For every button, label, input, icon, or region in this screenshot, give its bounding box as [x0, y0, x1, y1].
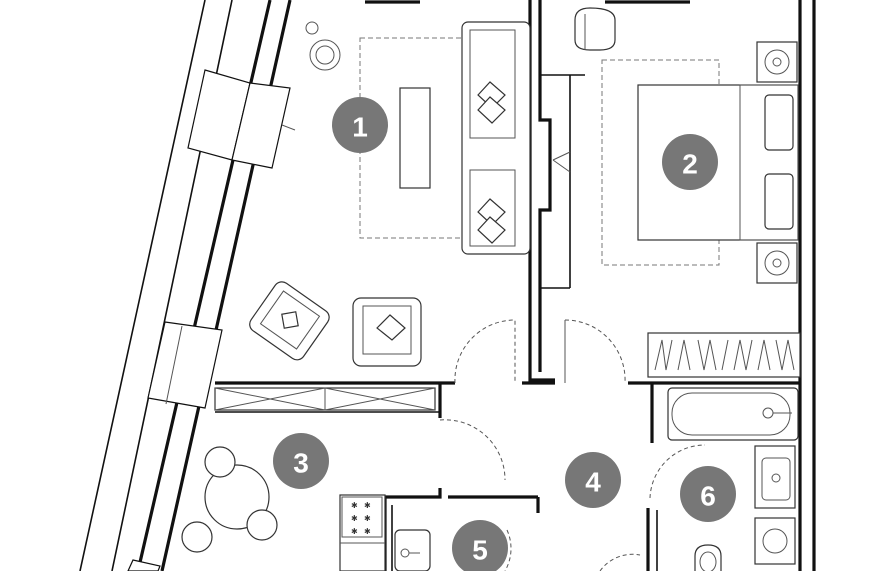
bathroom-6-fixtures — [667, 387, 799, 571]
bedroom-wardrobe — [647, 332, 801, 378]
bathroom-5-fixtures — [394, 529, 431, 571]
room-number-1: 1 — [352, 112, 368, 143]
coffee-table — [399, 87, 431, 189]
bedroom-furniture — [574, 7, 801, 378]
chair-icon — [204, 446, 236, 478]
plant-icon — [305, 21, 341, 71]
room-badge-5: 5 — [452, 520, 508, 571]
chair-icon — [574, 7, 616, 51]
balcony-window-upper — [187, 69, 296, 169]
chair-icon — [246, 509, 278, 541]
room-badge-4: 4 — [565, 452, 621, 508]
room-number-3: 3 — [293, 448, 309, 479]
room-number-6: 6 — [700, 481, 716, 512]
cushion-icon — [477, 216, 506, 244]
armchair-left — [249, 281, 330, 361]
washing-machine — [754, 517, 796, 565]
room-badge-3: 3 — [273, 433, 329, 489]
dining-furniture — [181, 446, 278, 553]
room-number-2: 2 — [682, 149, 698, 180]
svg-text:✱: ✱ — [364, 514, 371, 523]
room-badge-6: 6 — [680, 466, 736, 522]
nightstand-bottom — [756, 242, 798, 284]
cushion-icon — [477, 96, 506, 124]
balcony-window-lower — [147, 321, 223, 409]
armchair-right — [352, 297, 422, 367]
room-number-5: 5 — [472, 535, 488, 566]
nightstand-top — [756, 41, 798, 83]
doors — [439, 151, 706, 571]
svg-text:✱: ✱ — [364, 501, 371, 510]
kitchen-counter: ✱ ✱ ✱ ✱ ✱ ✱ — [339, 494, 386, 571]
toilet — [694, 544, 722, 571]
room-badge-2: 2 — [662, 134, 718, 190]
sink — [394, 529, 431, 571]
svg-text:✱: ✱ — [351, 514, 358, 523]
room-badge-1: 1 — [332, 97, 388, 153]
pillow — [764, 94, 794, 151]
room-badges: 1 2 3 4 5 6 — [273, 97, 736, 571]
svg-text:✱: ✱ — [351, 527, 358, 536]
living-room-furniture — [249, 21, 531, 367]
svg-text:✱: ✱ — [351, 501, 358, 510]
bathtub — [667, 387, 799, 441]
svg-text:✱: ✱ — [364, 527, 371, 536]
pillow — [764, 173, 794, 230]
chair-icon — [181, 521, 213, 553]
glass-wardrobe — [214, 387, 436, 411]
window-bottom-left — [127, 559, 161, 571]
room-number-4: 4 — [585, 467, 601, 498]
